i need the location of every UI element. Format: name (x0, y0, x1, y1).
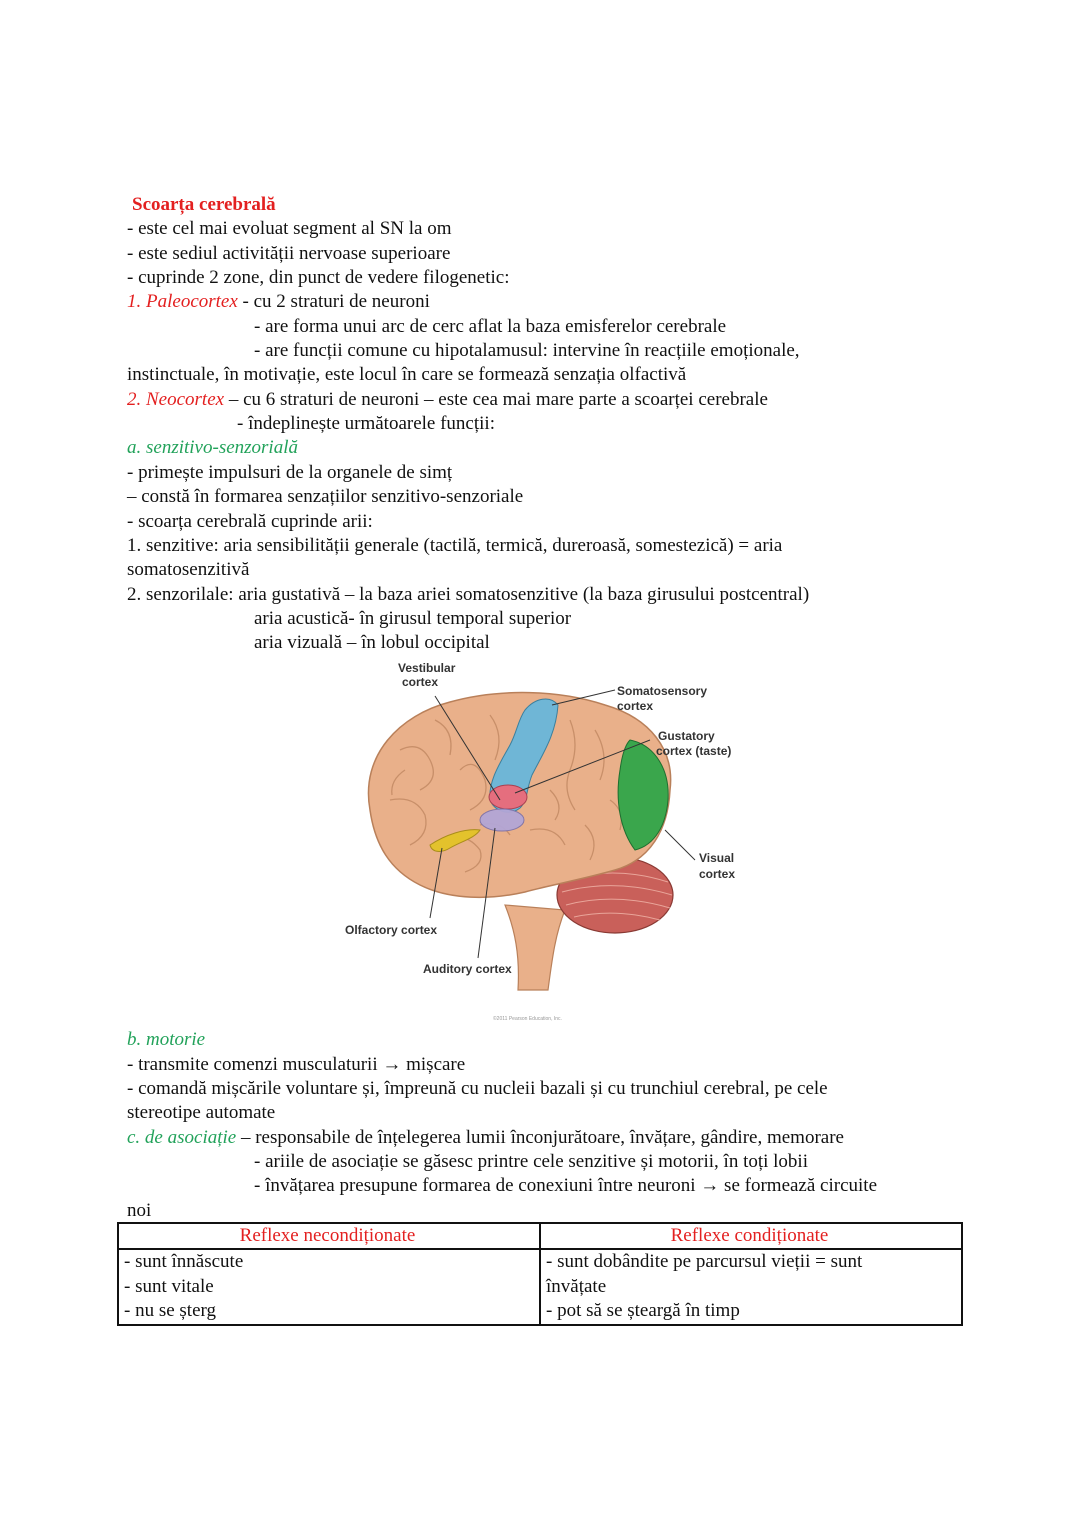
section-title: Scoarța cerebrală (132, 194, 276, 215)
neocortex-layers: – cu 6 straturi de neuroni – este cea ma… (224, 389, 768, 410)
asociatie-line-3: - învățarea presupune formarea de conexi… (254, 1175, 878, 1196)
brain-figure: Vestibular cortex Somatosensory cortex G… (330, 660, 770, 1025)
label-visual-1: Visual (699, 851, 734, 865)
neocortex-label: 2. Neocortex (127, 389, 225, 410)
label-somatosensory-1: Somatosensory (617, 684, 707, 698)
conditioned-item-3: - pot să se șteargă în timp (546, 1300, 740, 1322)
label-olfactory: Olfactory cortex (345, 923, 437, 937)
label-gustatory-1: Gustatory (658, 729, 715, 743)
paleocortex-line-1: 1. Paleocortex - cu 2 straturi de neuron… (127, 290, 430, 314)
paleocortex-line-2: - are forma unui arc de cerc aflat la ba… (254, 316, 727, 337)
motorie-heading: b. motorie (127, 1029, 206, 1050)
cell-unconditioned: - sunt înnăscute - sunt vitale - nu se ș… (117, 1248, 541, 1326)
asociatie-description: – responsabile de înțelegerea lumii înco… (236, 1127, 844, 1148)
senzitivo-indent-1: aria acustică- în girusul temporal super… (254, 608, 572, 629)
table-row: - sunt înnăscute - sunt vitale - nu se ș… (117, 1248, 963, 1326)
brain-diagram: Vestibular cortex Somatosensory cortex G… (345, 661, 735, 1022)
senzitivo-line-6: 2. senzorilale: aria gustativă – la baza… (127, 584, 810, 605)
label-auditory: Auditory cortex (423, 962, 512, 976)
table-header-row: Reflexe necondiționate Reflexe condițion… (117, 1221, 963, 1251)
paleocortex-layers: - cu 2 straturi de neuroni (237, 291, 430, 312)
figure-copyright: ©2011 Pearson Education, Inc. (493, 1015, 562, 1022)
asociatie-line-1: c. de asociație – responsabile de înțele… (127, 1126, 844, 1150)
cell-conditioned: - sunt dobândite pe parcursul vieții = s… (539, 1248, 963, 1326)
unconditioned-item-2: - sunt vitale (124, 1275, 214, 1297)
motorie-line-2: - comandă mișcările voluntare și, împreu… (127, 1078, 828, 1099)
intro-line-2: - este sediul activității nervoase super… (127, 243, 451, 264)
senzitivo-indent-2: aria vizuală – în lobul occipital (254, 632, 490, 653)
reflexes-table: Reflexe necondiționate Reflexe condițion… (117, 1221, 963, 1326)
asociatie-line-2: - ariile de asociație se găsesc printre … (254, 1151, 808, 1172)
senzitivo-line-5: somatosenzitivă (127, 559, 250, 580)
paleocortex-label: 1. Paleocortex (127, 291, 238, 312)
motorie-line-3: stereotipe automate (127, 1102, 276, 1123)
senzitivo-line-1: - primește impulsuri de la organele de s… (127, 462, 453, 483)
label-visual-2: cortex (699, 867, 735, 881)
senzitivo-line-2: – constă în formarea senzațiilor senziti… (127, 486, 524, 507)
paleocortex-line-3: - are funcții comune cu hipotalamusul: i… (254, 340, 800, 361)
neocortex-line-1: 2. Neocortex – cu 6 straturi de neuroni … (127, 388, 768, 412)
visual-area (617, 739, 669, 851)
motorie-line-1: - transmite comenzi musculaturii → mișca… (127, 1054, 466, 1075)
intro-line-3: - cuprinde 2 zone, din punct de vedere f… (127, 267, 510, 288)
label-vestibular-2: cortex (402, 675, 438, 689)
senzitivo-line-4: 1. senzitive: aria sensibilității genera… (127, 535, 783, 556)
intro-line-1: - este cel mai evoluat segment al SN la … (127, 218, 452, 239)
auditory-area (479, 808, 525, 832)
conditioned-item-2: învățate (546, 1275, 607, 1297)
unconditioned-item-1: - sunt înnăscute (124, 1251, 244, 1273)
conditioned-item-1: - sunt dobândite pe parcursul vieții = s… (546, 1251, 863, 1273)
neocortex-line-2: - îndeplinește următoarele funcții: (237, 413, 495, 434)
asociatie-heading: c. de asociație (127, 1127, 237, 1148)
paleocortex-line-4: instinctuale, în motivație, este locul î… (127, 364, 687, 385)
header-unconditioned: Reflexe necondiționate (117, 1221, 541, 1251)
olfactory-area (429, 829, 481, 852)
header-conditioned: Reflexe condiționate (539, 1221, 963, 1251)
label-vestibular-1: Vestibular (398, 661, 456, 675)
gustatory-area (488, 784, 528, 810)
senzitivo-line-3: - scoarța cerebrală cuprinde arii: (127, 511, 373, 532)
label-gustatory-2: cortex (taste) (656, 744, 731, 758)
label-somatosensory-2: cortex (617, 699, 653, 713)
senzitivo-heading: a. senzitivo-senzorială (127, 437, 298, 458)
brainstem (504, 904, 566, 991)
asociatie-line-4: noi (127, 1200, 152, 1221)
unconditioned-item-3: - nu se șterg (124, 1300, 216, 1322)
somatosensory-area (489, 698, 559, 813)
